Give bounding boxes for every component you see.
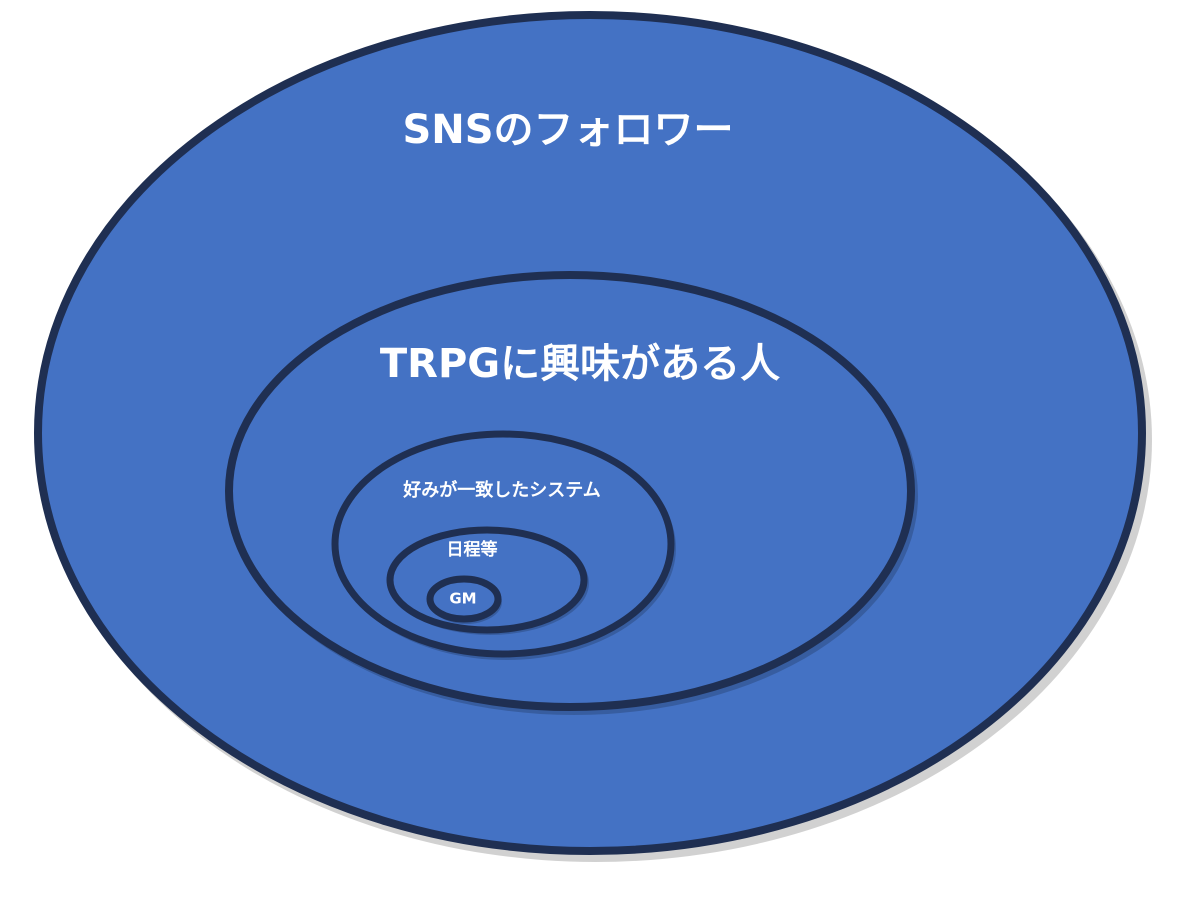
label-schedule: 日程等 <box>447 539 498 560</box>
label-gm: GM <box>449 590 476 608</box>
label-sns-followers: SNSのフォロワー <box>402 107 733 153</box>
label-matching-system: 好みが一致したシステム <box>402 479 600 501</box>
ring-gm-shape <box>426 575 502 623</box>
ring-gm: GM <box>426 575 502 624</box>
label-trpg-interested: TRPGに興味がある人 <box>380 341 780 387</box>
